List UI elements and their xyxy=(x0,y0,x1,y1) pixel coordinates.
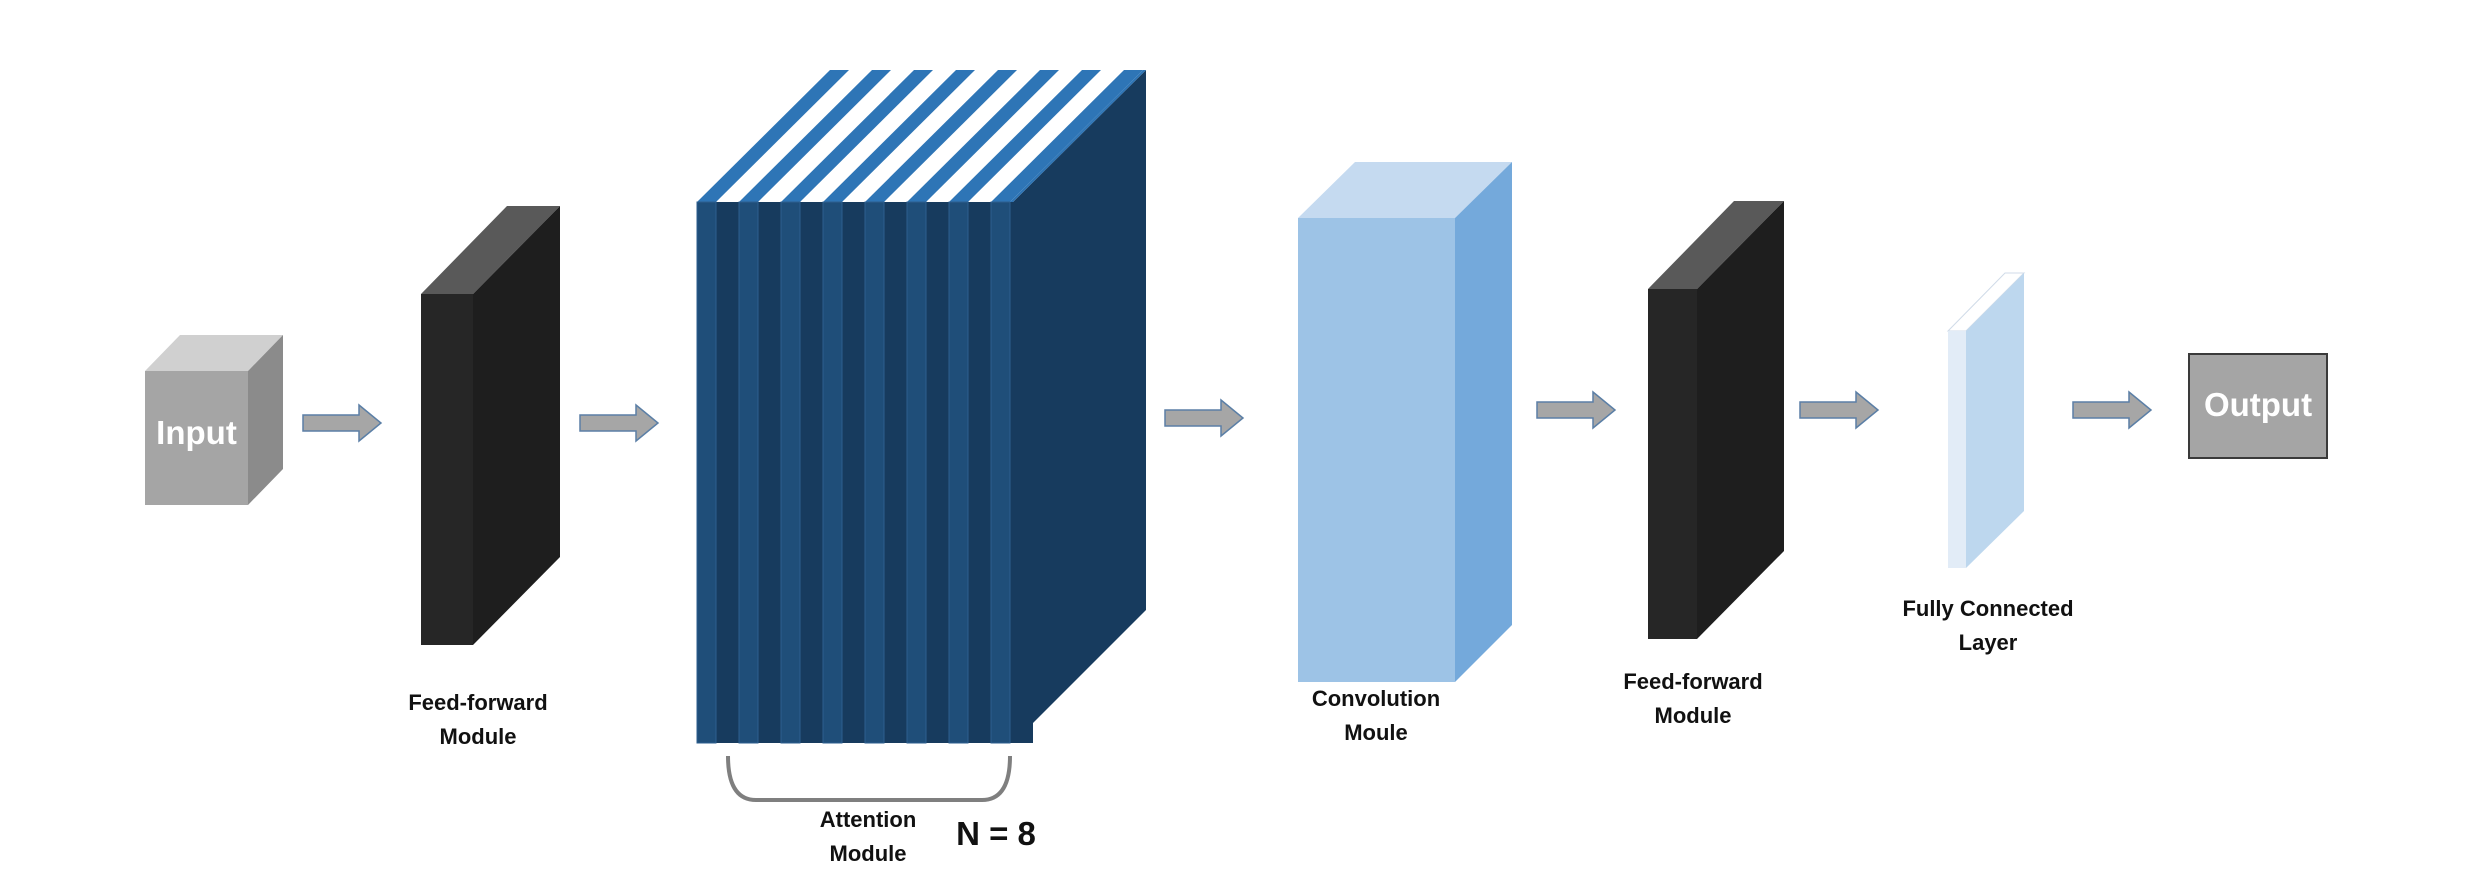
right-arrow-icon xyxy=(1799,390,1880,430)
attention-slab-top xyxy=(907,70,1059,202)
attention-slab-front xyxy=(822,201,843,744)
input-label: Input xyxy=(156,414,237,451)
conv-label-line2: Moule xyxy=(1344,720,1408,745)
attention-slab-top xyxy=(739,70,891,202)
fully-connected-label: Fully Connected Layer xyxy=(1883,592,2093,660)
input-block-top xyxy=(145,335,283,371)
attention-slab-gap xyxy=(884,202,907,743)
attention-slab-front xyxy=(696,201,717,744)
fc-label-line1: Fully Connected xyxy=(1902,596,2074,621)
conv-side xyxy=(1455,162,1512,682)
feed-forward-2-label-line2: Module xyxy=(1654,703,1732,728)
conv-top xyxy=(1298,162,1512,218)
ff2-front xyxy=(1648,289,1697,639)
attention-slab-gap xyxy=(758,202,781,743)
attention-slab-front xyxy=(780,201,801,744)
attention-slab-top xyxy=(1010,70,1146,202)
attention-module-stack xyxy=(696,70,1146,744)
attention-label-line2: Module xyxy=(829,841,907,866)
feed-forward-2-label: Feed-forward Module xyxy=(1593,665,1793,733)
attention-slab-front xyxy=(990,201,1011,744)
right-arrow-icon xyxy=(302,403,383,443)
attention-slab-top xyxy=(949,70,1101,202)
right-arrow-icon xyxy=(1164,398,1245,438)
attention-slab-front xyxy=(948,201,969,744)
fc-label-line2: Layer xyxy=(1958,630,2018,655)
attention-slab-top xyxy=(865,70,1017,202)
attention-slab-gap xyxy=(842,202,865,743)
fc-side xyxy=(1966,273,2024,568)
right-arrow-icon xyxy=(1536,390,1617,430)
fully-connected-layer xyxy=(1946,272,2026,568)
attention-slab-top xyxy=(781,70,933,202)
output-box xyxy=(2188,353,2328,459)
attention-label-line1: Attention xyxy=(819,807,917,832)
conv-label-line1: Convolution xyxy=(1311,686,1441,711)
attention-slab-gap xyxy=(1010,202,1033,743)
right-arrow-icon xyxy=(579,403,660,443)
attention-slab-front xyxy=(906,201,927,744)
input-block-side xyxy=(248,335,283,505)
n-value-label: N = 8 xyxy=(956,815,1036,852)
convolution-module xyxy=(1298,162,1512,682)
output-label: Output xyxy=(2203,386,2313,423)
conv-front xyxy=(1298,218,1455,682)
attention-slab-top xyxy=(697,70,849,202)
attention-slab-gap xyxy=(716,202,739,743)
ff2-top xyxy=(1648,201,1784,289)
attention-slab-gap xyxy=(968,202,991,743)
ff1-top xyxy=(421,206,560,294)
ff1-front xyxy=(421,294,473,645)
fc-front xyxy=(1948,331,1966,568)
input-block-front xyxy=(145,371,248,505)
attention-slab-side xyxy=(1013,70,1146,743)
attention-slab-top xyxy=(823,70,975,202)
attention-slab-gap xyxy=(800,202,823,743)
curly-brace-icon xyxy=(726,755,1012,802)
feed-forward-module-2 xyxy=(1648,201,1784,639)
right-arrow-icon xyxy=(2072,390,2153,430)
attention-slab-front xyxy=(864,201,885,744)
attention-module-label: Attention Module xyxy=(768,803,968,871)
attention-slab-front xyxy=(738,201,759,744)
ff2-side xyxy=(1697,201,1784,639)
feed-forward-1-label-line2: Module xyxy=(439,724,517,749)
attention-slab-top xyxy=(991,70,1143,202)
ff1-side xyxy=(473,206,560,645)
feed-forward-1-label: Feed-forward Module xyxy=(378,686,578,754)
input-block xyxy=(145,335,283,505)
attention-slab-gap xyxy=(926,202,949,743)
feed-forward-module-1 xyxy=(421,206,560,645)
feed-forward-2-label-line1: Feed-forward xyxy=(1623,669,1763,694)
convolution-module-label: Convolution Moule xyxy=(1276,682,1476,750)
feed-forward-1-label-line1: Feed-forward xyxy=(408,690,548,715)
